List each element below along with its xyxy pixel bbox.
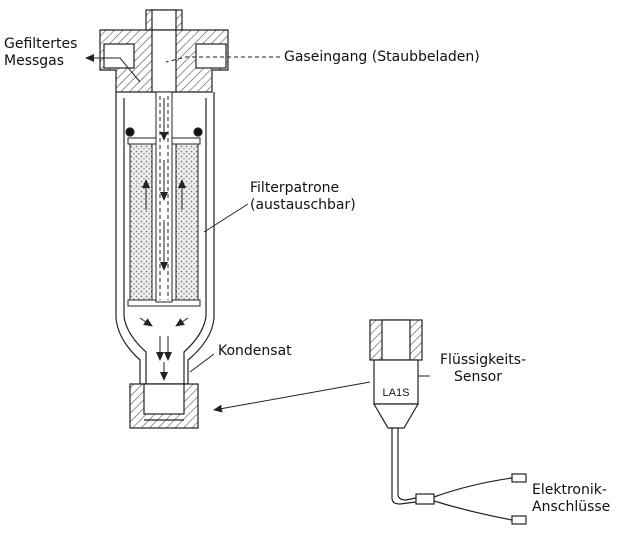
- o-ring-right: [193, 127, 203, 137]
- gaseingang-leader: [165, 56, 280, 63]
- filterpatrone-leader: [203, 203, 249, 233]
- kondensat-label: Kondensat: [218, 343, 292, 359]
- sensor-tag: LA1S: [383, 387, 410, 399]
- elektronik-line2: Anschlüsse: [532, 499, 611, 515]
- liquid-sensor: LA1S: [369, 319, 527, 525]
- gefiltertes-line2: Messgas: [4, 53, 65, 69]
- filterpatrone-label: Filterpatrone (austauschbar): [250, 180, 356, 214]
- filter-media-right: [175, 141, 199, 303]
- filterpatrone-line2: (austauschbar): [250, 197, 356, 213]
- sensor-label: Flüssigkeits- Sensor: [440, 352, 526, 386]
- gefiltertes-messgas-label: Gefiltertes Messgas: [4, 36, 77, 70]
- kondensat-leader: [189, 353, 215, 373]
- wire-lower: [433, 500, 513, 521]
- gaseingang-label: Gaseingang (Staubbeladen): [284, 49, 480, 65]
- sensor-line2: Sensor: [454, 369, 502, 385]
- o-ring-left: [125, 127, 135, 137]
- wire-end-upper: [511, 473, 527, 483]
- flow-arrows: [85, 54, 189, 381]
- elektronik-label: Elektronik- Anschlüsse: [532, 482, 610, 516]
- sensor-line1: Flüssigkeits-: [440, 352, 527, 368]
- sensor-tip: [372, 403, 420, 429]
- filterpatrone-line1: Filterpatrone: [250, 180, 340, 196]
- elektronik-line1: Elektronik-: [532, 482, 607, 498]
- wire-end-lower: [511, 515, 527, 525]
- filter-media-left: [129, 141, 153, 303]
- sensor-body: [373, 359, 419, 405]
- sensor-cable: [391, 428, 417, 505]
- sensor-to-filter-arrow: [213, 381, 371, 413]
- cable-connector: [415, 493, 435, 505]
- gefiltertes-line1: Gefiltertes: [4, 36, 78, 52]
- wire-upper: [433, 477, 513, 498]
